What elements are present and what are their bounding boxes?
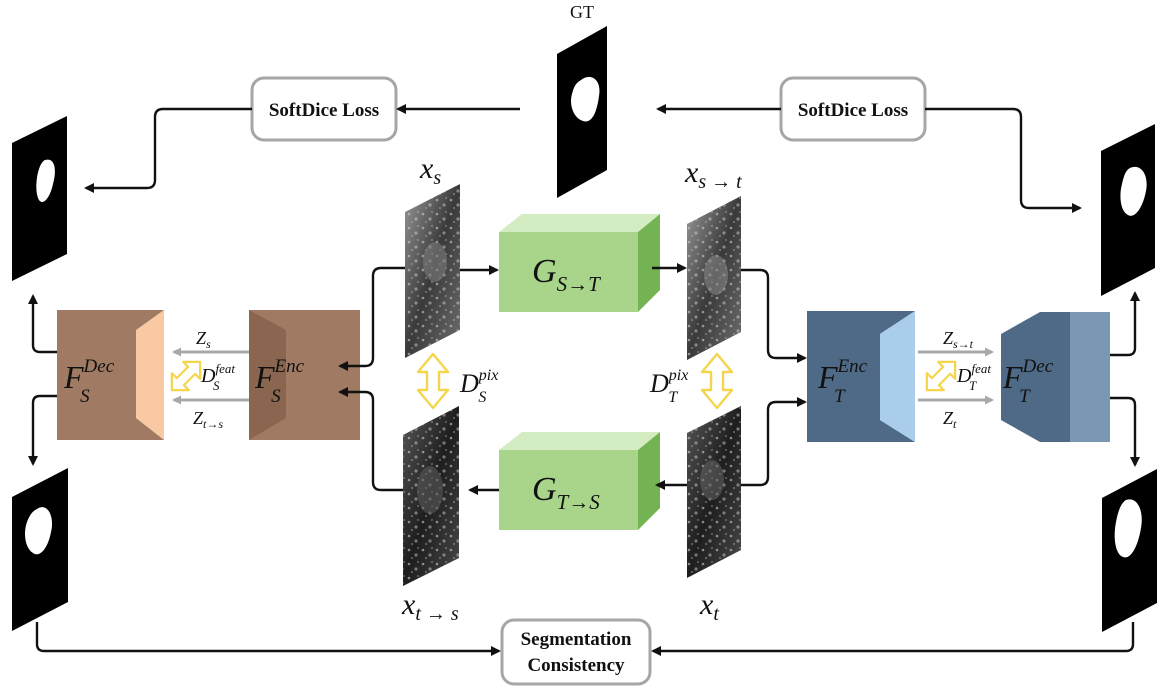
arrow-target-decoder-to-bottom-mask xyxy=(1110,396,1140,467)
target-pred-mask-top xyxy=(1101,124,1155,296)
generator-s-to-t xyxy=(499,214,660,312)
x-t-image xyxy=(687,406,741,578)
arrow-xst-to-target-encoder xyxy=(741,268,807,363)
arrow-right-mask-to-consistency xyxy=(651,622,1135,656)
z-s-to-t-label: Zs→t xyxy=(943,328,974,351)
arrow-xts-to-source-encoder xyxy=(338,387,403,492)
softdice-loss-left-label: SoftDice Loss xyxy=(269,100,379,121)
segmentation-consistency-label-2: Consistency xyxy=(527,655,625,676)
x-t-to-s-image xyxy=(403,406,459,586)
target-decoder xyxy=(1001,312,1110,442)
softdice-loss-right-box: SoftDice Loss xyxy=(779,76,927,142)
x-s-to-t-image xyxy=(687,196,741,360)
x-s-to-t-label: xs → t xyxy=(684,156,742,193)
source-pred-mask-top xyxy=(12,116,67,281)
discriminator-feat-source-arrow xyxy=(170,360,202,392)
gt-label: GT xyxy=(570,2,594,22)
arrow-target-decoder-to-top-mask xyxy=(1110,291,1140,357)
arrow-source-decoder-to-bottom-mask xyxy=(28,394,57,466)
arrow-source-decoder-to-top-mask xyxy=(28,294,57,354)
discriminator-pix-target-arrow xyxy=(700,352,734,410)
generator-t-to-s-label: GT→S xyxy=(532,471,600,514)
arrow-left-mask-to-consistency xyxy=(35,622,501,656)
discriminator-feat-target-arrow xyxy=(925,360,957,392)
segmentation-consistency-box: Segmentation Consistency xyxy=(500,618,652,686)
source-decoder xyxy=(57,310,164,440)
z-s-label: Zs xyxy=(196,328,211,351)
arrow-xs-to-source-encoder xyxy=(338,266,405,371)
arrow-xt-to-target-encoder xyxy=(741,397,807,487)
gt-mask xyxy=(557,26,607,198)
arrow-softdice-left-to-mask xyxy=(84,107,252,193)
target-pred-mask-bottom xyxy=(1102,469,1157,632)
target-encoder xyxy=(807,311,915,442)
x-s-image xyxy=(405,184,460,358)
z-t-label: Zt xyxy=(943,408,957,431)
arrow-softdice-right-to-mask xyxy=(925,107,1082,213)
x-t-to-s-label: xt → s xyxy=(401,588,459,625)
x-t-label: xt xyxy=(699,588,719,625)
segmentation-consistency-label-1: Segmentation xyxy=(521,629,632,650)
generator-t-to-s xyxy=(499,432,660,530)
source-encoder xyxy=(249,310,360,440)
softdice-loss-right-label: SoftDice Loss xyxy=(798,100,908,121)
discriminator-pix-source-arrow xyxy=(416,352,450,410)
source-pred-mask-bottom xyxy=(12,468,68,631)
x-s-label: xs xyxy=(419,152,441,189)
generator-s-to-t-label: GS→T xyxy=(532,253,601,296)
softdice-loss-left-box: SoftDice Loss xyxy=(250,76,398,142)
z-t-to-s-label: Zt→s xyxy=(193,408,223,431)
